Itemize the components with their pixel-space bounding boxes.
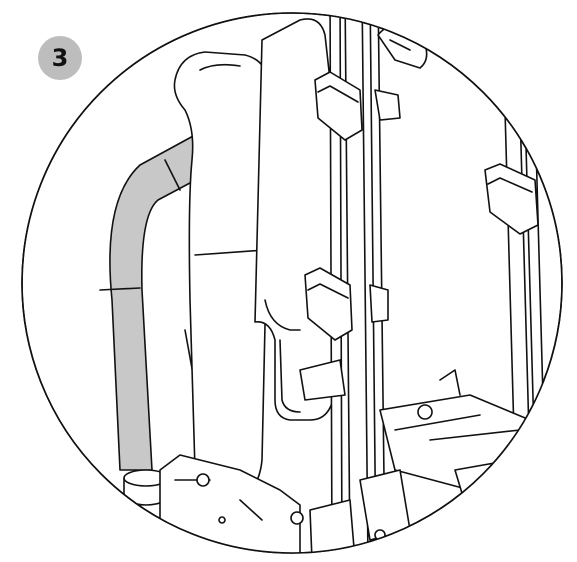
rail-clip-middle — [304, 267, 389, 341]
seat-bottom-panel — [299, 359, 346, 401]
rail-clip-top — [314, 71, 401, 141]
rail-clip-right — [484, 163, 539, 235]
step-number: 3 — [51, 44, 69, 72]
base-frame — [159, 454, 304, 553]
step-badge: 3 — [38, 36, 82, 80]
